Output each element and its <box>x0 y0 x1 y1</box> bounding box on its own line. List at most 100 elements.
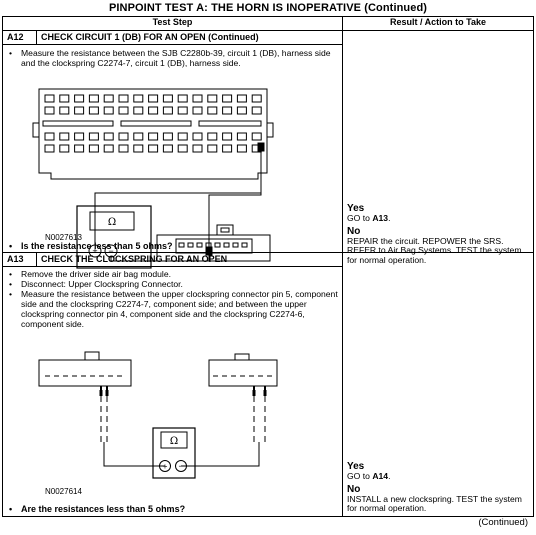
question-a12: •Is the resistance less than 5 ohms? <box>9 241 173 251</box>
connector-pin-cavity <box>118 106 129 115</box>
connector-pin-cavity <box>207 106 218 115</box>
step-bullet: Measure the resistance between the SJB C… <box>3 48 342 68</box>
connector-pin-cavity <box>192 132 203 141</box>
no-label: No <box>347 225 361 237</box>
figure-n0027614: Ω + − <box>38 351 278 479</box>
connector-pin-cavity <box>236 132 247 141</box>
connector-pin-cavity <box>177 132 188 141</box>
figure-code-a13: N0027614 <box>45 487 82 496</box>
meter-plus-symbol: + <box>92 246 97 256</box>
step-bullet: Measure the resistance between the upper… <box>3 289 342 329</box>
connector-pin-cavity <box>88 106 99 115</box>
clockspring-pin-cavity <box>187 242 194 248</box>
connector-pin-cavity <box>88 94 99 103</box>
connector-pin-cavity <box>118 132 129 141</box>
no-label: No <box>347 483 361 495</box>
test-step-header: Test Step <box>2 16 343 31</box>
connector-pin-cavity <box>162 106 173 115</box>
clockspring-pin-cavity <box>214 242 221 248</box>
connector-pin-cavity <box>162 132 173 141</box>
connector-pin-cavity <box>192 144 203 153</box>
connector-pin-cavity <box>59 144 70 153</box>
yes-action: GO to A13. <box>347 213 391 223</box>
connector-pin-cavity <box>88 132 99 141</box>
connector-key-slot <box>42 120 114 127</box>
connector-pin-cavity <box>74 132 85 141</box>
connector-pin-cavity <box>251 132 262 141</box>
connector-key-slot <box>198 120 262 127</box>
connector-pin-cavity <box>148 94 159 103</box>
connector-pin-cavity <box>148 106 159 115</box>
connector-pin-cavity <box>207 144 218 153</box>
page-title: PINPOINT TEST A: THE HORN IS INOPERATIVE… <box>108 2 428 14</box>
pinpoint-table: Test Step Result / Action to Take A12 CH… <box>2 16 534 517</box>
meter-ohm-symbol: Ω <box>170 436 178 447</box>
connector-pin-cavity <box>177 94 188 103</box>
connector-pin-cavity <box>133 94 144 103</box>
connector-pin-cavity <box>118 144 129 153</box>
yes-label: Yes <box>347 203 365 214</box>
yes-action: GO to A14. <box>347 471 391 481</box>
connector-pin-cavity <box>207 132 218 141</box>
connector-pin-cavity <box>148 132 159 141</box>
result-a13: Yes GO to A14. No INSTALL a new clockspr… <box>347 461 533 514</box>
yes-label: Yes <box>347 461 365 472</box>
connector-pin-cavity <box>236 144 247 153</box>
step-id-a13: A13 <box>2 252 37 267</box>
step-bullet: Disconnect: Upper Clockspring Connector. <box>3 279 342 289</box>
connector-pin-cavity <box>222 94 233 103</box>
result-cell-a13: Yes GO to A14. No INSTALL a new clockspr… <box>342 252 534 517</box>
connector-pin-cavity <box>162 94 173 103</box>
result-a12: Yes GO to A13. No REPAIR the circuit. RE… <box>347 203 533 265</box>
connector-pin-cavity <box>103 106 114 115</box>
connector-pin-cavity <box>74 94 85 103</box>
connector-pin-cavity <box>118 94 129 103</box>
question-a13: •Are the resistances less than 5 ohms? <box>9 504 186 514</box>
connector-pin-cavity <box>44 144 55 153</box>
figure-code-a12: N0027613 <box>45 233 82 242</box>
step-body-a12: Measure the resistance between the SJB C… <box>2 44 343 269</box>
connector-pin-cavity <box>236 94 247 103</box>
continued-label: (Continued) <box>478 517 528 528</box>
meter-plus-symbol: + <box>163 461 168 471</box>
step-bullet: Remove the driver side air bag module. <box>3 269 342 279</box>
connector-pin-cavity <box>251 106 262 115</box>
meter-minus-symbol: − <box>179 461 184 471</box>
no-action: REPAIR the circuit. REPOWER the SRS. REF… <box>347 235 522 265</box>
connector-pin-cavity <box>59 132 70 141</box>
connector-pin-cavity <box>177 144 188 153</box>
meter-ohm-symbol: Ω <box>108 217 116 228</box>
connector-pin-cavity <box>222 144 233 153</box>
step-heading-a13: CHECK THE CLOCKSPRING FOR AN OPEN <box>36 252 343 267</box>
connector-pin-cavity <box>148 144 159 153</box>
connector-pin-cavity <box>88 144 99 153</box>
figure-n0027613: Ω + − <box>32 88 274 269</box>
connector-pin-cavity <box>133 106 144 115</box>
connector-pin-cavity <box>133 132 144 141</box>
connector-pin-cavity <box>59 94 70 103</box>
connector-pin-cavity <box>44 94 55 103</box>
connector-pin-cavity <box>251 94 262 103</box>
connector-pin-cavity <box>103 94 114 103</box>
connector-pin-cavity <box>103 132 114 141</box>
step-id-a12: A12 <box>2 30 37 45</box>
connector-pin-cavity <box>133 144 144 153</box>
connector-pin-cavity <box>44 106 55 115</box>
connector-pin-cavity <box>222 132 233 141</box>
connector-pin-cavity <box>236 106 247 115</box>
connector-key-slot <box>120 120 192 127</box>
clockspring-pin-cavity <box>241 242 248 248</box>
connector-pin-cavity <box>59 106 70 115</box>
step-heading-a12: CHECK CIRCUIT 1 (DB) FOR AN OPEN (Contin… <box>36 30 343 45</box>
connector-pin-cavity <box>192 106 203 115</box>
connector-pin-cavity <box>74 106 85 115</box>
clockspring-pin-cavity <box>232 242 239 248</box>
connector-pin-cavity <box>222 106 233 115</box>
no-action: INSTALL a new clockspring. TEST the syst… <box>347 493 522 514</box>
connector-pin-cavity <box>74 144 85 153</box>
step-body-a13: Remove the driver side air bag module. D… <box>2 266 343 517</box>
connector-pin-cavity <box>44 132 55 141</box>
clockspring-pin-cavity <box>178 242 185 248</box>
connector-pin-cavity <box>192 94 203 103</box>
connector-pin-cavity <box>177 106 188 115</box>
